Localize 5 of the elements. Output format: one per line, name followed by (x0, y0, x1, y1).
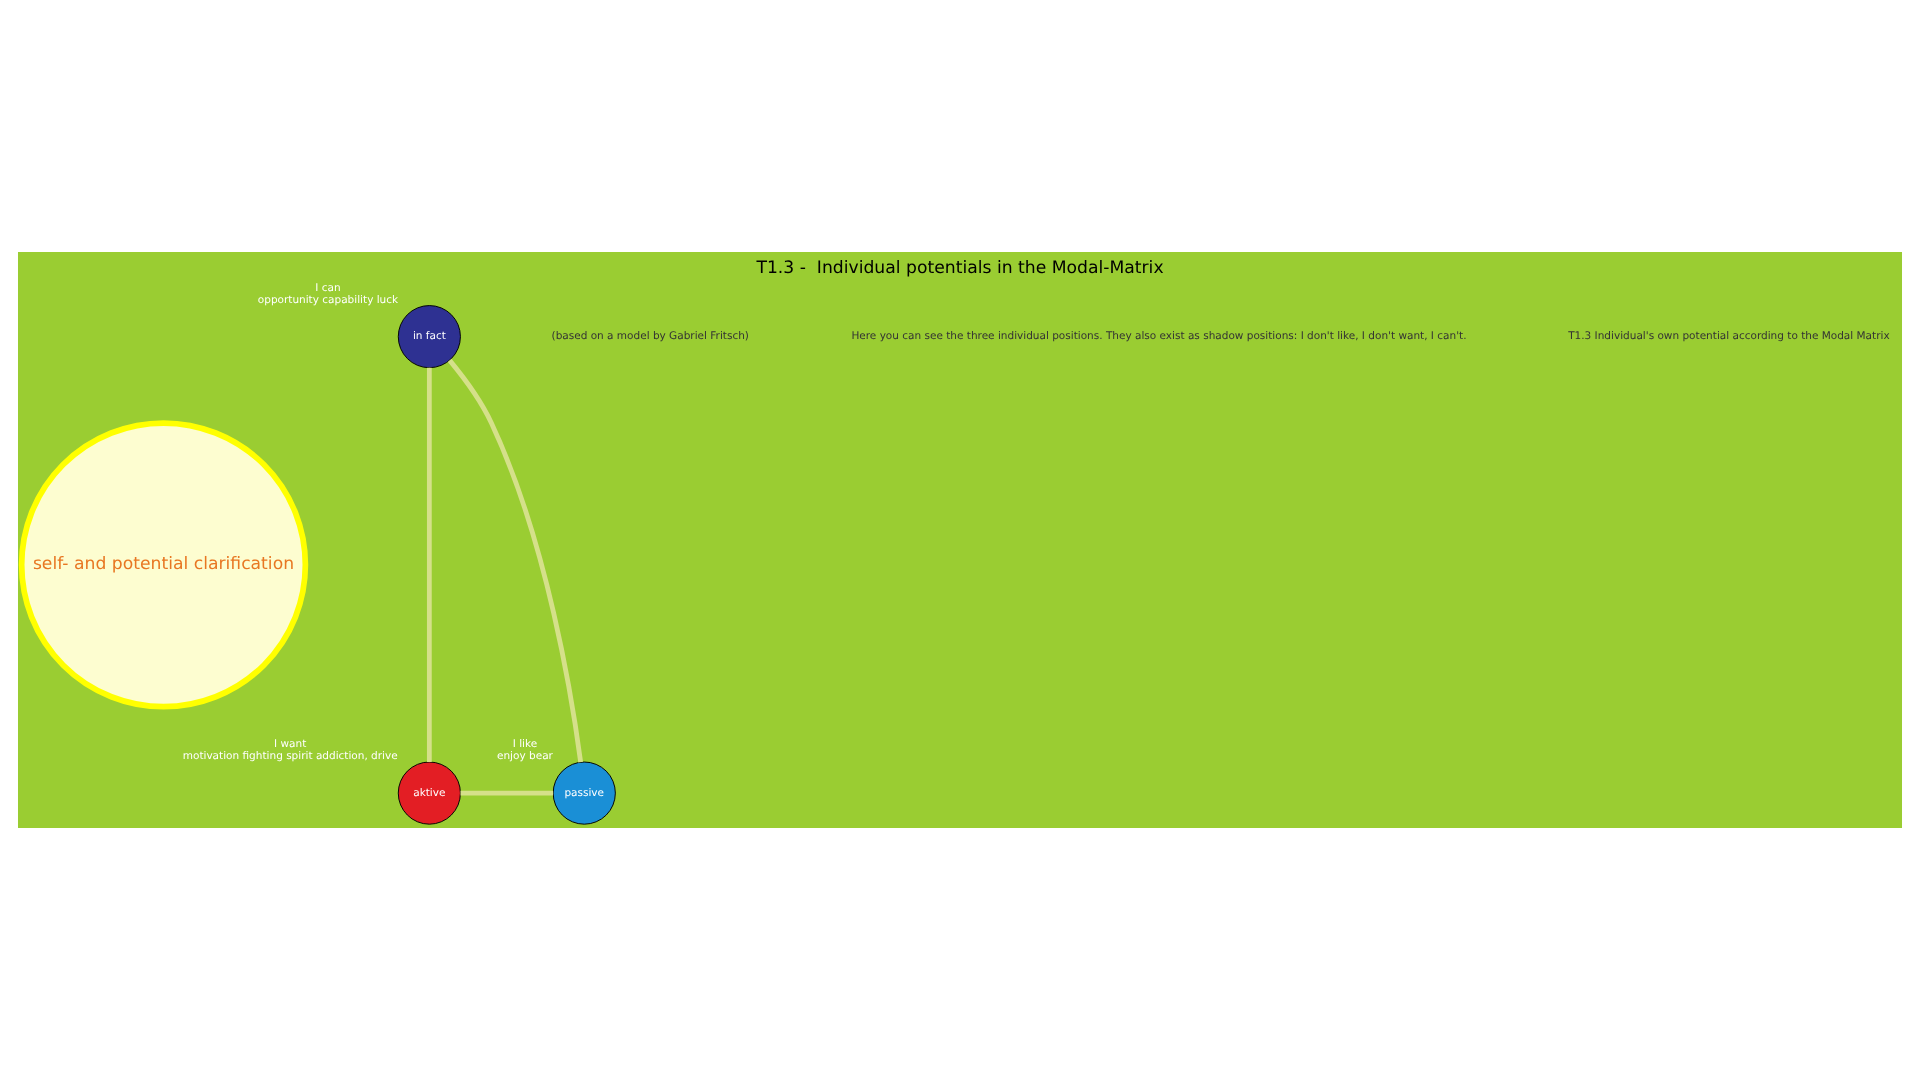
node-circle: self- and potential clarification (18, 420, 309, 710)
diagram-title: T1.3 - Individual potentials in the Modal-Matrix (756, 259, 1164, 280)
connector (460, 790, 554, 796)
connector (447, 358, 584, 763)
connector (426, 367, 432, 762)
